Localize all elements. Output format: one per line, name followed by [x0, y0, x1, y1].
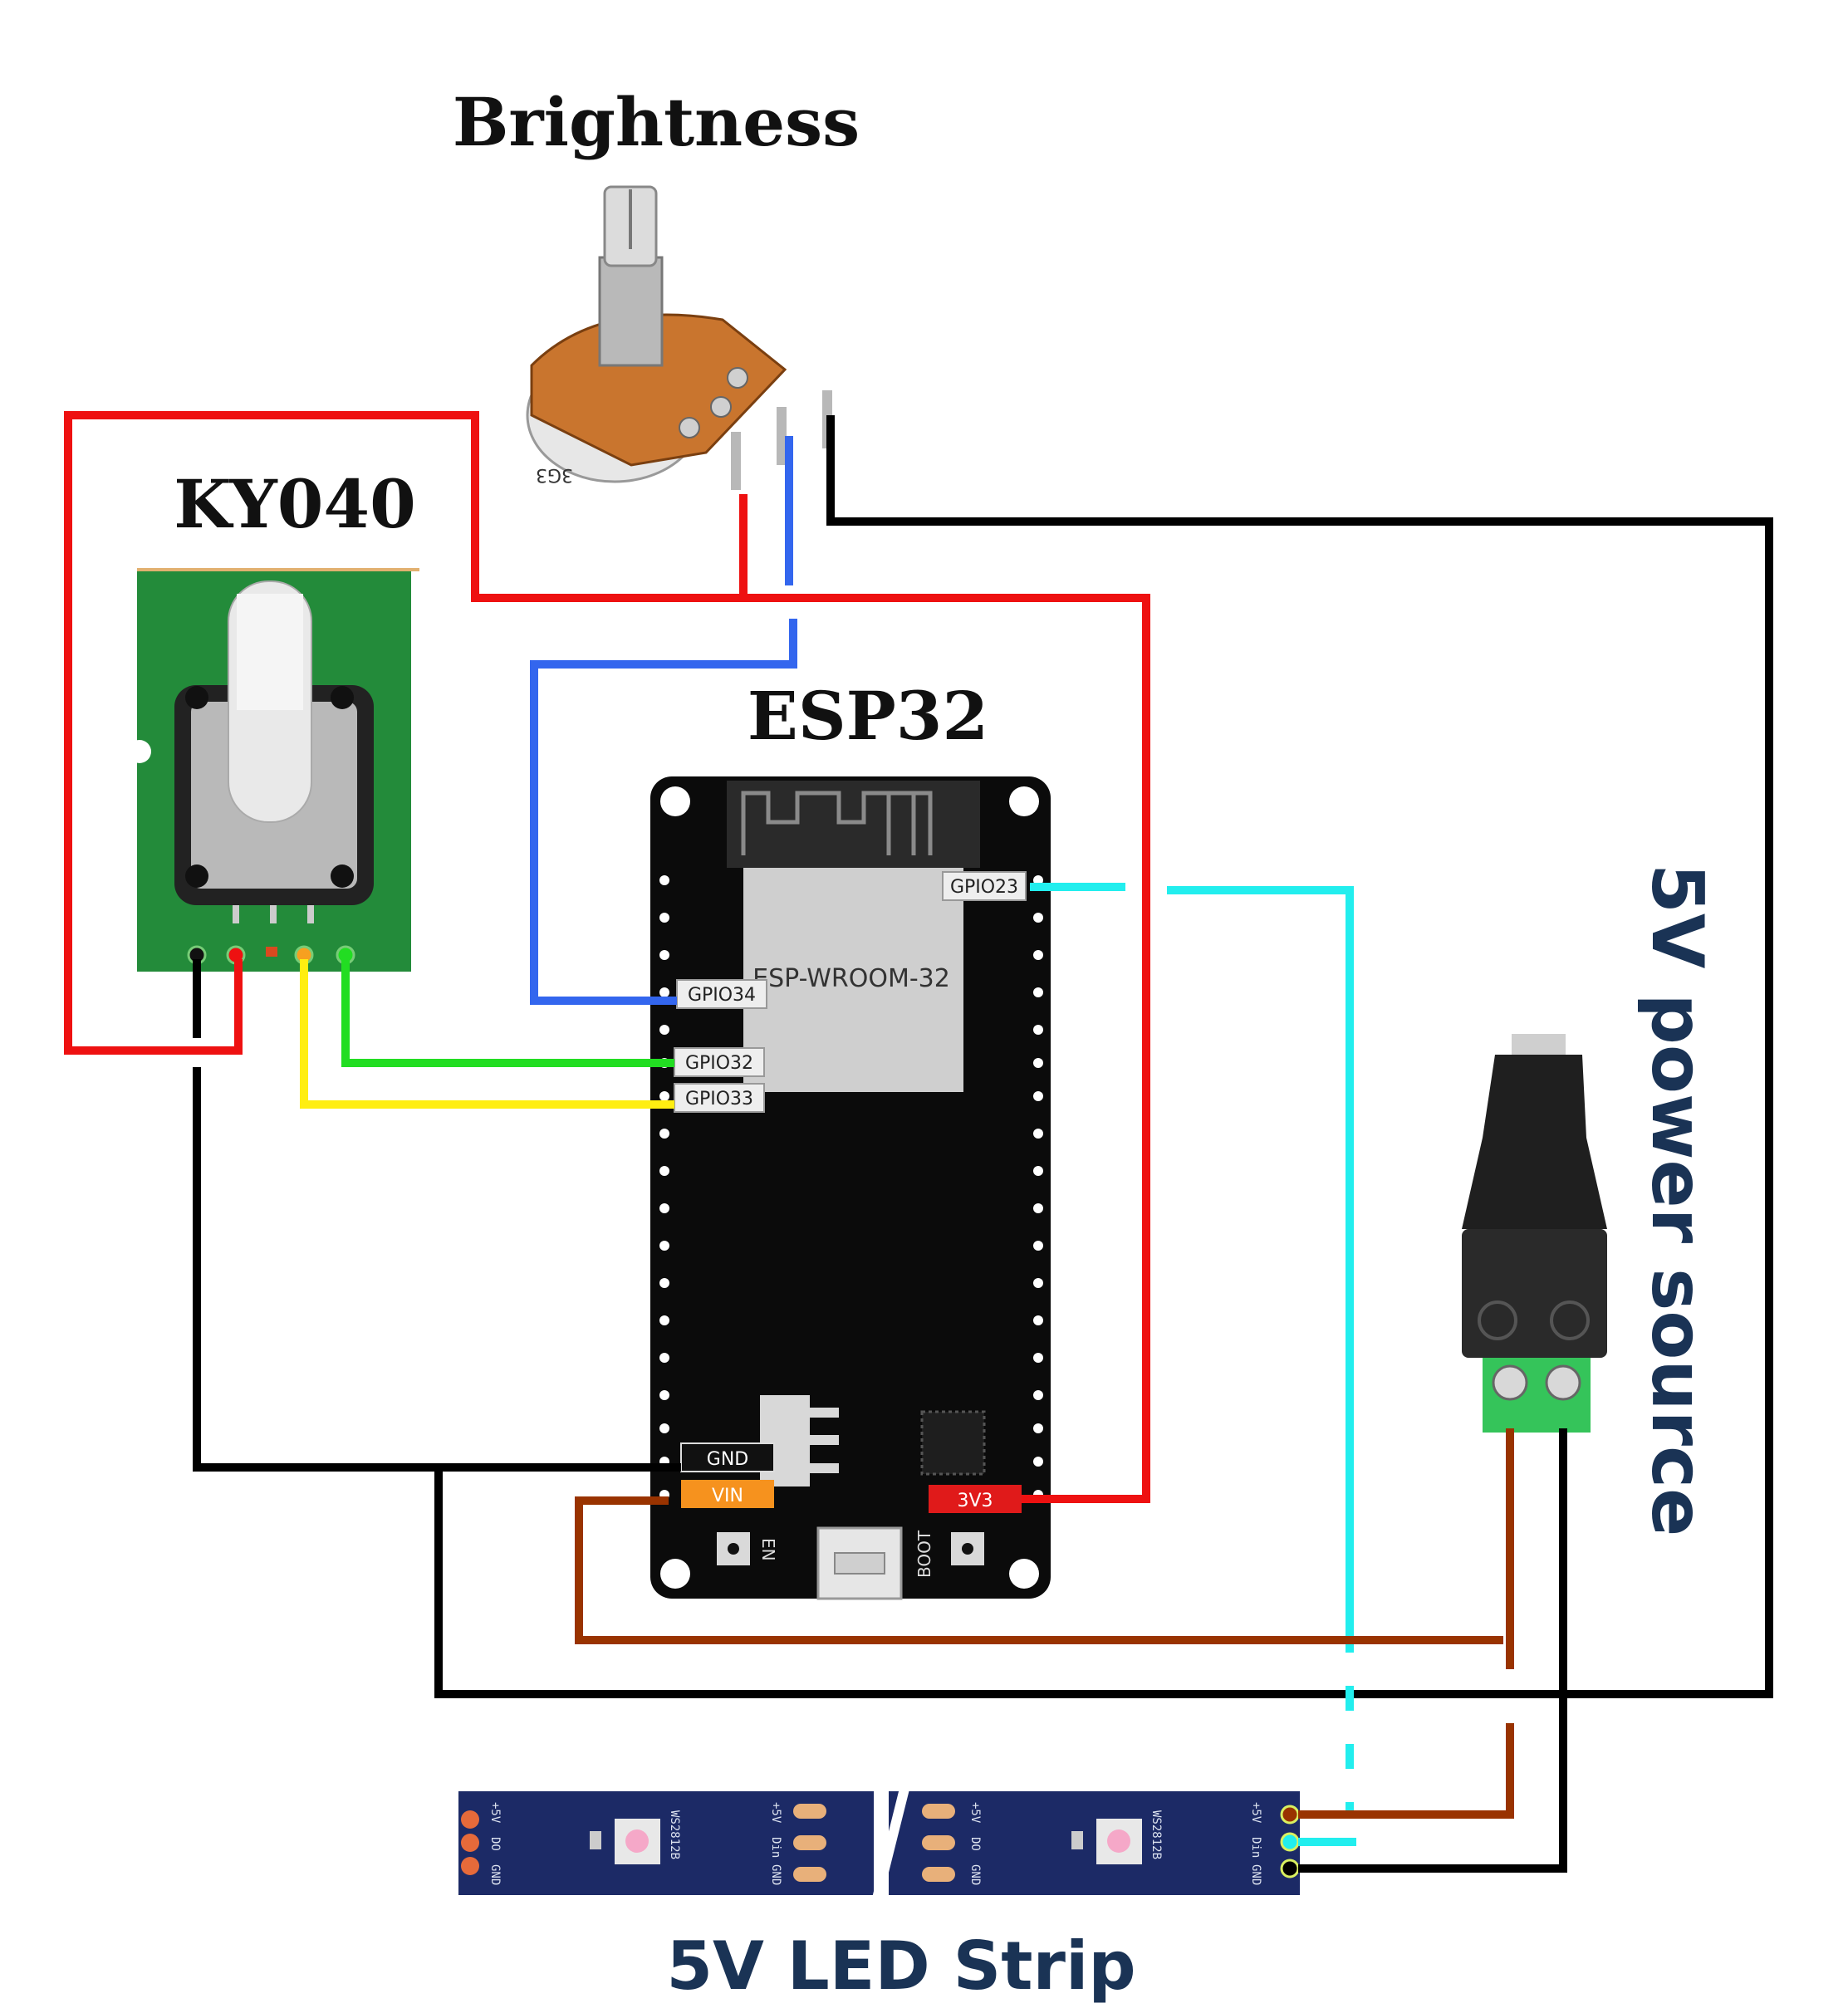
pad-labels-left: +5V DO GND	[488, 1802, 502, 1885]
pin-gpio23: GPIO23	[942, 871, 1027, 901]
en-button[interactable]: EN	[717, 1532, 778, 1565]
svg-text:EN: EN	[758, 1538, 778, 1561]
cut-pads-left	[793, 1804, 826, 1882]
potentiometer: 3G3	[526, 185, 832, 490]
svg-text:GPIO34: GPIO34	[688, 985, 756, 1006]
svg-text:Din: Din	[769, 1837, 782, 1858]
voltage-regulator	[760, 1395, 810, 1486]
esp32-title: ESP32	[748, 677, 988, 755]
svg-text:DO: DO	[968, 1837, 982, 1851]
pot-pin-1	[731, 432, 741, 490]
pot-pin-2	[777, 407, 787, 465]
led-chip-label-1: WS2812B	[668, 1810, 681, 1859]
boot-button[interactable]: BOOT	[914, 1530, 984, 1578]
led-2	[1071, 1819, 1142, 1864]
svg-text:Din: Din	[1249, 1837, 1262, 1858]
pad-labels-in: +5V Din GND	[1249, 1802, 1262, 1885]
wires	[64, 411, 1773, 1873]
wire-black-strip-gnd	[1298, 1428, 1567, 1873]
pin-gpio32: GPIO32	[674, 1047, 765, 1077]
pad-labels-out: +5V DO GND	[968, 1802, 982, 1885]
pin-3v3: 3V3	[929, 1485, 1022, 1513]
wire-green-gpio32	[341, 959, 674, 1067]
svg-text:GND: GND	[769, 1864, 782, 1885]
svg-text:VIN: VIN	[712, 1486, 743, 1506]
svg-text:GND: GND	[1249, 1864, 1262, 1885]
svg-text:GND: GND	[707, 1449, 748, 1470]
svg-text:GND: GND	[488, 1864, 502, 1885]
ky040-module	[128, 568, 419, 972]
pad-labels-mid: +5V Din GND	[769, 1802, 782, 1885]
svg-text:GPIO32: GPIO32	[685, 1053, 753, 1074]
strip-pad-gnd	[1280, 1859, 1300, 1878]
wire-brown-vin	[575, 1496, 1503, 1644]
wire-red-3v3	[64, 411, 1150, 1503]
led-strip-title: 5V LED Strip	[666, 1927, 1135, 2005]
strip-pad-din	[1280, 1832, 1300, 1852]
pot-screw	[679, 367, 748, 438]
svg-text:GND: GND	[968, 1864, 982, 1885]
power-source-title: 5V power source	[1635, 864, 1718, 1536]
svg-text:+5V: +5V	[488, 1802, 502, 1824]
svg-text:+5V: +5V	[1249, 1802, 1262, 1824]
wire-cyan-data-2	[1167, 886, 1354, 1653]
led-1	[590, 1819, 660, 1864]
svg-text:+5V: +5V	[769, 1802, 782, 1824]
led-chip-label-2: WS2812B	[1149, 1810, 1163, 1859]
pin-gpio33: GPIO33	[674, 1083, 765, 1113]
pin-gnd: GND	[680, 1442, 775, 1472]
wire-brown-strip	[1298, 1723, 1514, 1819]
svg-text:+5V: +5V	[968, 1802, 982, 1824]
strip-break	[871, 1784, 910, 1903]
wire-yellow-gpio33	[300, 959, 674, 1109]
wire-black-ky040-gnd	[193, 1067, 669, 1472]
wroom-module	[743, 868, 963, 1092]
svg-text:DO: DO	[488, 1837, 502, 1851]
led-strip: WS2812B WS2812B +5V DO GND +5V Din GND	[458, 1784, 1300, 1903]
ky040-title: KY040	[174, 465, 415, 543]
cut-pads-right	[922, 1804, 955, 1882]
pin-gpio34: GPIO34	[676, 979, 767, 1009]
pot-marking: 3G3	[536, 464, 573, 485]
terminal-minus	[1545, 1364, 1581, 1401]
usb-uart-chip	[920, 1410, 986, 1476]
pot-shaft-threaded	[598, 256, 664, 367]
strip-segment-right	[889, 1791, 1300, 1895]
svg-text:GPIO33: GPIO33	[685, 1089, 753, 1109]
dc-barrel-jack	[1462, 1034, 1607, 1433]
brightness-title: Brightness	[453, 83, 860, 161]
pin-vin: VIN	[681, 1480, 774, 1508]
terminal-plus	[1492, 1364, 1528, 1401]
wroom-label: ESP-WROOM-32	[752, 964, 950, 993]
wire-blue-gpio34	[530, 619, 797, 1005]
esp32-board: ESP-WROOM-32 GPIO23	[650, 776, 1051, 1600]
svg-text:BOOT: BOOT	[914, 1530, 934, 1578]
svg-text:GPIO23: GPIO23	[950, 877, 1018, 898]
strip-pad-5v	[1280, 1805, 1300, 1824]
svg-text:3V3: 3V3	[957, 1491, 993, 1511]
